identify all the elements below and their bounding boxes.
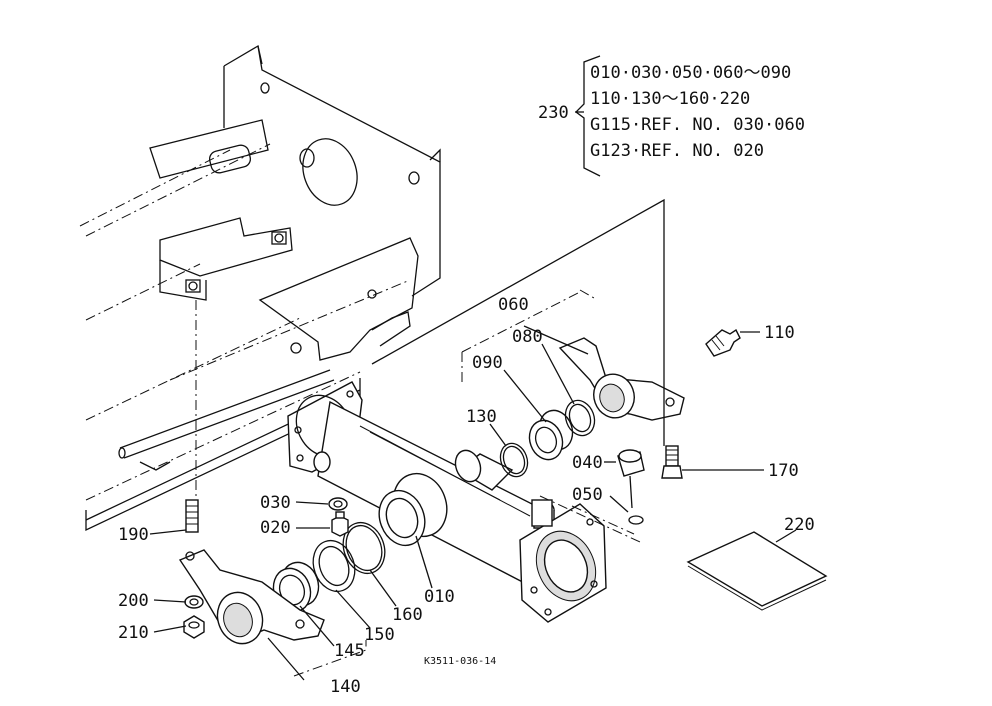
label-050: 050 <box>572 485 603 505</box>
bushing-090 <box>528 409 574 461</box>
label-010: 010 <box>424 587 455 607</box>
label-140: 140 <box>330 677 361 697</box>
grease-nipple-110 <box>705 328 741 357</box>
bolt-170 <box>661 445 683 479</box>
bracket-060 <box>558 337 685 421</box>
washer-200 <box>184 595 204 609</box>
label-020: 020 <box>260 518 291 538</box>
bushing-010 <box>378 472 448 547</box>
pin-145-dowel <box>531 499 553 527</box>
o-ring-050 <box>628 515 644 525</box>
note-line-4: G123·REF. NO. 020 <box>590 141 764 161</box>
label-170: 170 <box>768 461 799 481</box>
label-040: 040 <box>572 453 603 473</box>
o-ring-160 <box>342 521 386 575</box>
label-090: 090 <box>472 353 503 373</box>
note-block-230: 230 010·030·050·060～090 110·130～160·220 … <box>538 63 805 161</box>
note-line-3: G115·REF. NO. 030·060 <box>590 115 805 135</box>
drawing-code: K3511-036-14 <box>424 656 496 667</box>
seal-080 <box>564 399 596 437</box>
nut-210 <box>183 615 205 639</box>
label-190: 190 <box>118 525 149 545</box>
leader-lines <box>149 55 797 681</box>
label-150: 150 <box>364 625 395 645</box>
note-line-2: 110·130～160·220 <box>590 89 750 109</box>
label-130: 130 <box>466 407 497 427</box>
o-ring-130 <box>499 442 529 478</box>
manual-sheet-220 <box>686 531 828 611</box>
label-030: 030 <box>260 493 291 513</box>
part-number-labels: 060 080 090 110 130 040 170 050 030 020 … <box>118 295 815 697</box>
plug-040 <box>617 449 645 509</box>
stud-190 <box>185 499 199 533</box>
label-145: 145 <box>334 641 365 661</box>
bracket-140 <box>178 549 325 645</box>
fitting-020 <box>331 511 349 537</box>
label-230: 230 <box>538 103 569 123</box>
label-160: 160 <box>392 605 423 625</box>
note-line-1: 010·030·050·060～090 <box>590 63 791 83</box>
label-110: 110 <box>764 323 795 343</box>
label-080: 080 <box>512 327 543 347</box>
label-060: 060 <box>498 295 529 315</box>
frame-structure <box>79 44 441 532</box>
label-200: 200 <box>118 591 149 611</box>
label-220: 220 <box>784 515 815 535</box>
washer-030 <box>328 497 348 511</box>
label-210: 210 <box>118 623 149 643</box>
